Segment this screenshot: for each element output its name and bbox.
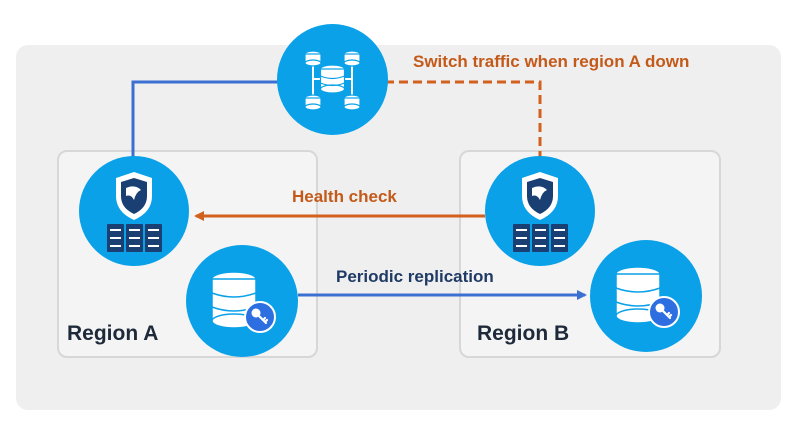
primary-traffic-link [131, 80, 285, 160]
region-a-label: Region A [67, 322, 159, 345]
region-b-label: Region B [477, 322, 570, 345]
region-b-database-key-icon [590, 240, 702, 352]
database-cluster-icon [277, 24, 388, 135]
switch-traffic-label: Switch traffic when region A down [413, 52, 690, 71]
region-a-shield-server-icon [79, 156, 189, 266]
failover-traffic-link [385, 80, 542, 160]
region-a-database-key-icon [186, 245, 298, 357]
periodic-replication-label: Periodic replication [336, 267, 494, 286]
region-b-shield-server-icon [485, 156, 595, 266]
health-check-label: Health check [292, 187, 397, 206]
